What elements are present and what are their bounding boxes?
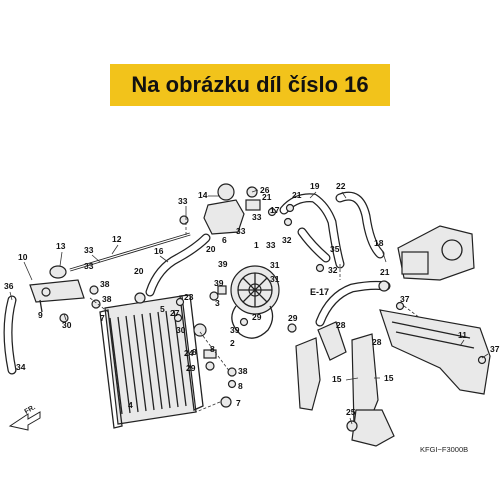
part-label-33a: 33 [178,196,188,206]
part-label-8b: 8 [192,347,197,357]
reference-e17: E-17 [310,287,329,297]
reference-lines [89,222,421,413]
front-direction-marker: FR. [8,404,41,431]
thermostat-housing [203,183,261,235]
part-label-33e: 33 [252,212,262,222]
part-label-30b: 30 [176,325,186,335]
part-label-29a: 29 [252,312,262,322]
hose-22 [335,191,385,259]
part-label-33d: 33 [236,226,246,236]
bracket-lower [351,409,395,447]
part-label-11: 11 [458,330,467,340]
part-label-20b: 20 [206,244,216,254]
part-label-8c: 8 [238,381,243,391]
filler-neck [29,265,85,313]
part-label-32b: 32 [328,265,338,275]
part-label-31a: 31 [270,260,280,270]
part-label-20: 20 [134,266,144,276]
part-label-28a: 28 [336,320,346,330]
part-label-6: 6 [222,235,227,245]
part-label-12: 12 [112,234,122,244]
radiator-guard [379,309,491,395]
part-label-24: 24 [184,348,194,358]
part-label-16: 16 [154,246,164,256]
part-label-18: 18 [374,238,384,248]
part-label-37b: 37 [490,344,500,354]
part-label-38c: 38 [238,366,248,376]
rod-12 [69,232,191,272]
hose-18 [315,280,391,327]
drawing-code: KFGI−F3000B [420,445,468,454]
part-label-19: 19 [310,181,320,191]
front-label: FR. [24,404,37,416]
part-label-14: 14 [198,190,208,200]
part-label-17: 17 [270,205,280,215]
hose-35 [297,227,331,263]
part-label-3: 3 [215,298,220,308]
part-label-31b: 31 [270,274,280,284]
part-label-5: 5 [160,304,165,314]
part-label-30: 30 [62,320,72,330]
part-label-7a: 7 [100,313,105,323]
part-label-26: 26 [260,185,270,195]
part-label-13: 13 [56,241,66,251]
part-label-21a: 21 [262,192,272,202]
part-label-39a: 39 [218,259,228,269]
part-label-33b: 33 [84,245,94,255]
leader-lines [9,189,489,425]
part-label-35: 35 [330,244,340,254]
part-label-21b: 21 [292,190,302,200]
fan-wiring [231,305,274,339]
part-label-37a: 37 [400,294,410,304]
part-labels: 12 33 33 33 13 10 36 9 30 34 38 38 7 5 2… [4,181,500,417]
part-label-10: 10 [18,252,28,262]
part-label-25: 25 [346,407,356,417]
part-label-28b: 28 [372,337,382,347]
part-label-8a: 8 [210,344,215,354]
part-label-29b: 29 [186,363,196,373]
part-label-39c: 39 [230,325,240,335]
part-label-38a: 38 [100,279,110,289]
part-label-23: 23 [184,292,194,302]
part-label-39b: 39 [214,278,224,288]
radiator [99,294,204,429]
water-pump [397,225,475,281]
part-label-36: 36 [4,281,14,291]
bracket-left-15 [295,337,321,411]
hose-16 [145,233,211,297]
part-label-15a: 15 [332,374,342,384]
part-label-1: 1 [254,240,259,250]
part-label-9: 9 [38,310,43,320]
part-label-4: 4 [128,400,133,410]
part-label-7b: 7 [236,398,241,408]
part-label-33c: 33 [84,261,94,271]
hose-19 [279,193,345,269]
part-label-34: 34 [16,362,26,372]
part-label-38b: 38 [102,294,112,304]
part-label-32a: 32 [282,235,292,245]
part-number-banner: Na obrázku díl číslo 16 [110,64,390,106]
part-label-21c: 21 [380,267,390,277]
cooling-fan [230,265,280,315]
bracket-mid [317,321,347,361]
part-label-27: 27 [170,308,180,318]
part-label-33f: 33 [266,240,276,250]
part-label-22: 22 [336,181,346,191]
part-label-29c: 29 [288,313,298,323]
part-label-2: 2 [230,338,235,348]
part-label-15b: 15 [384,373,394,383]
